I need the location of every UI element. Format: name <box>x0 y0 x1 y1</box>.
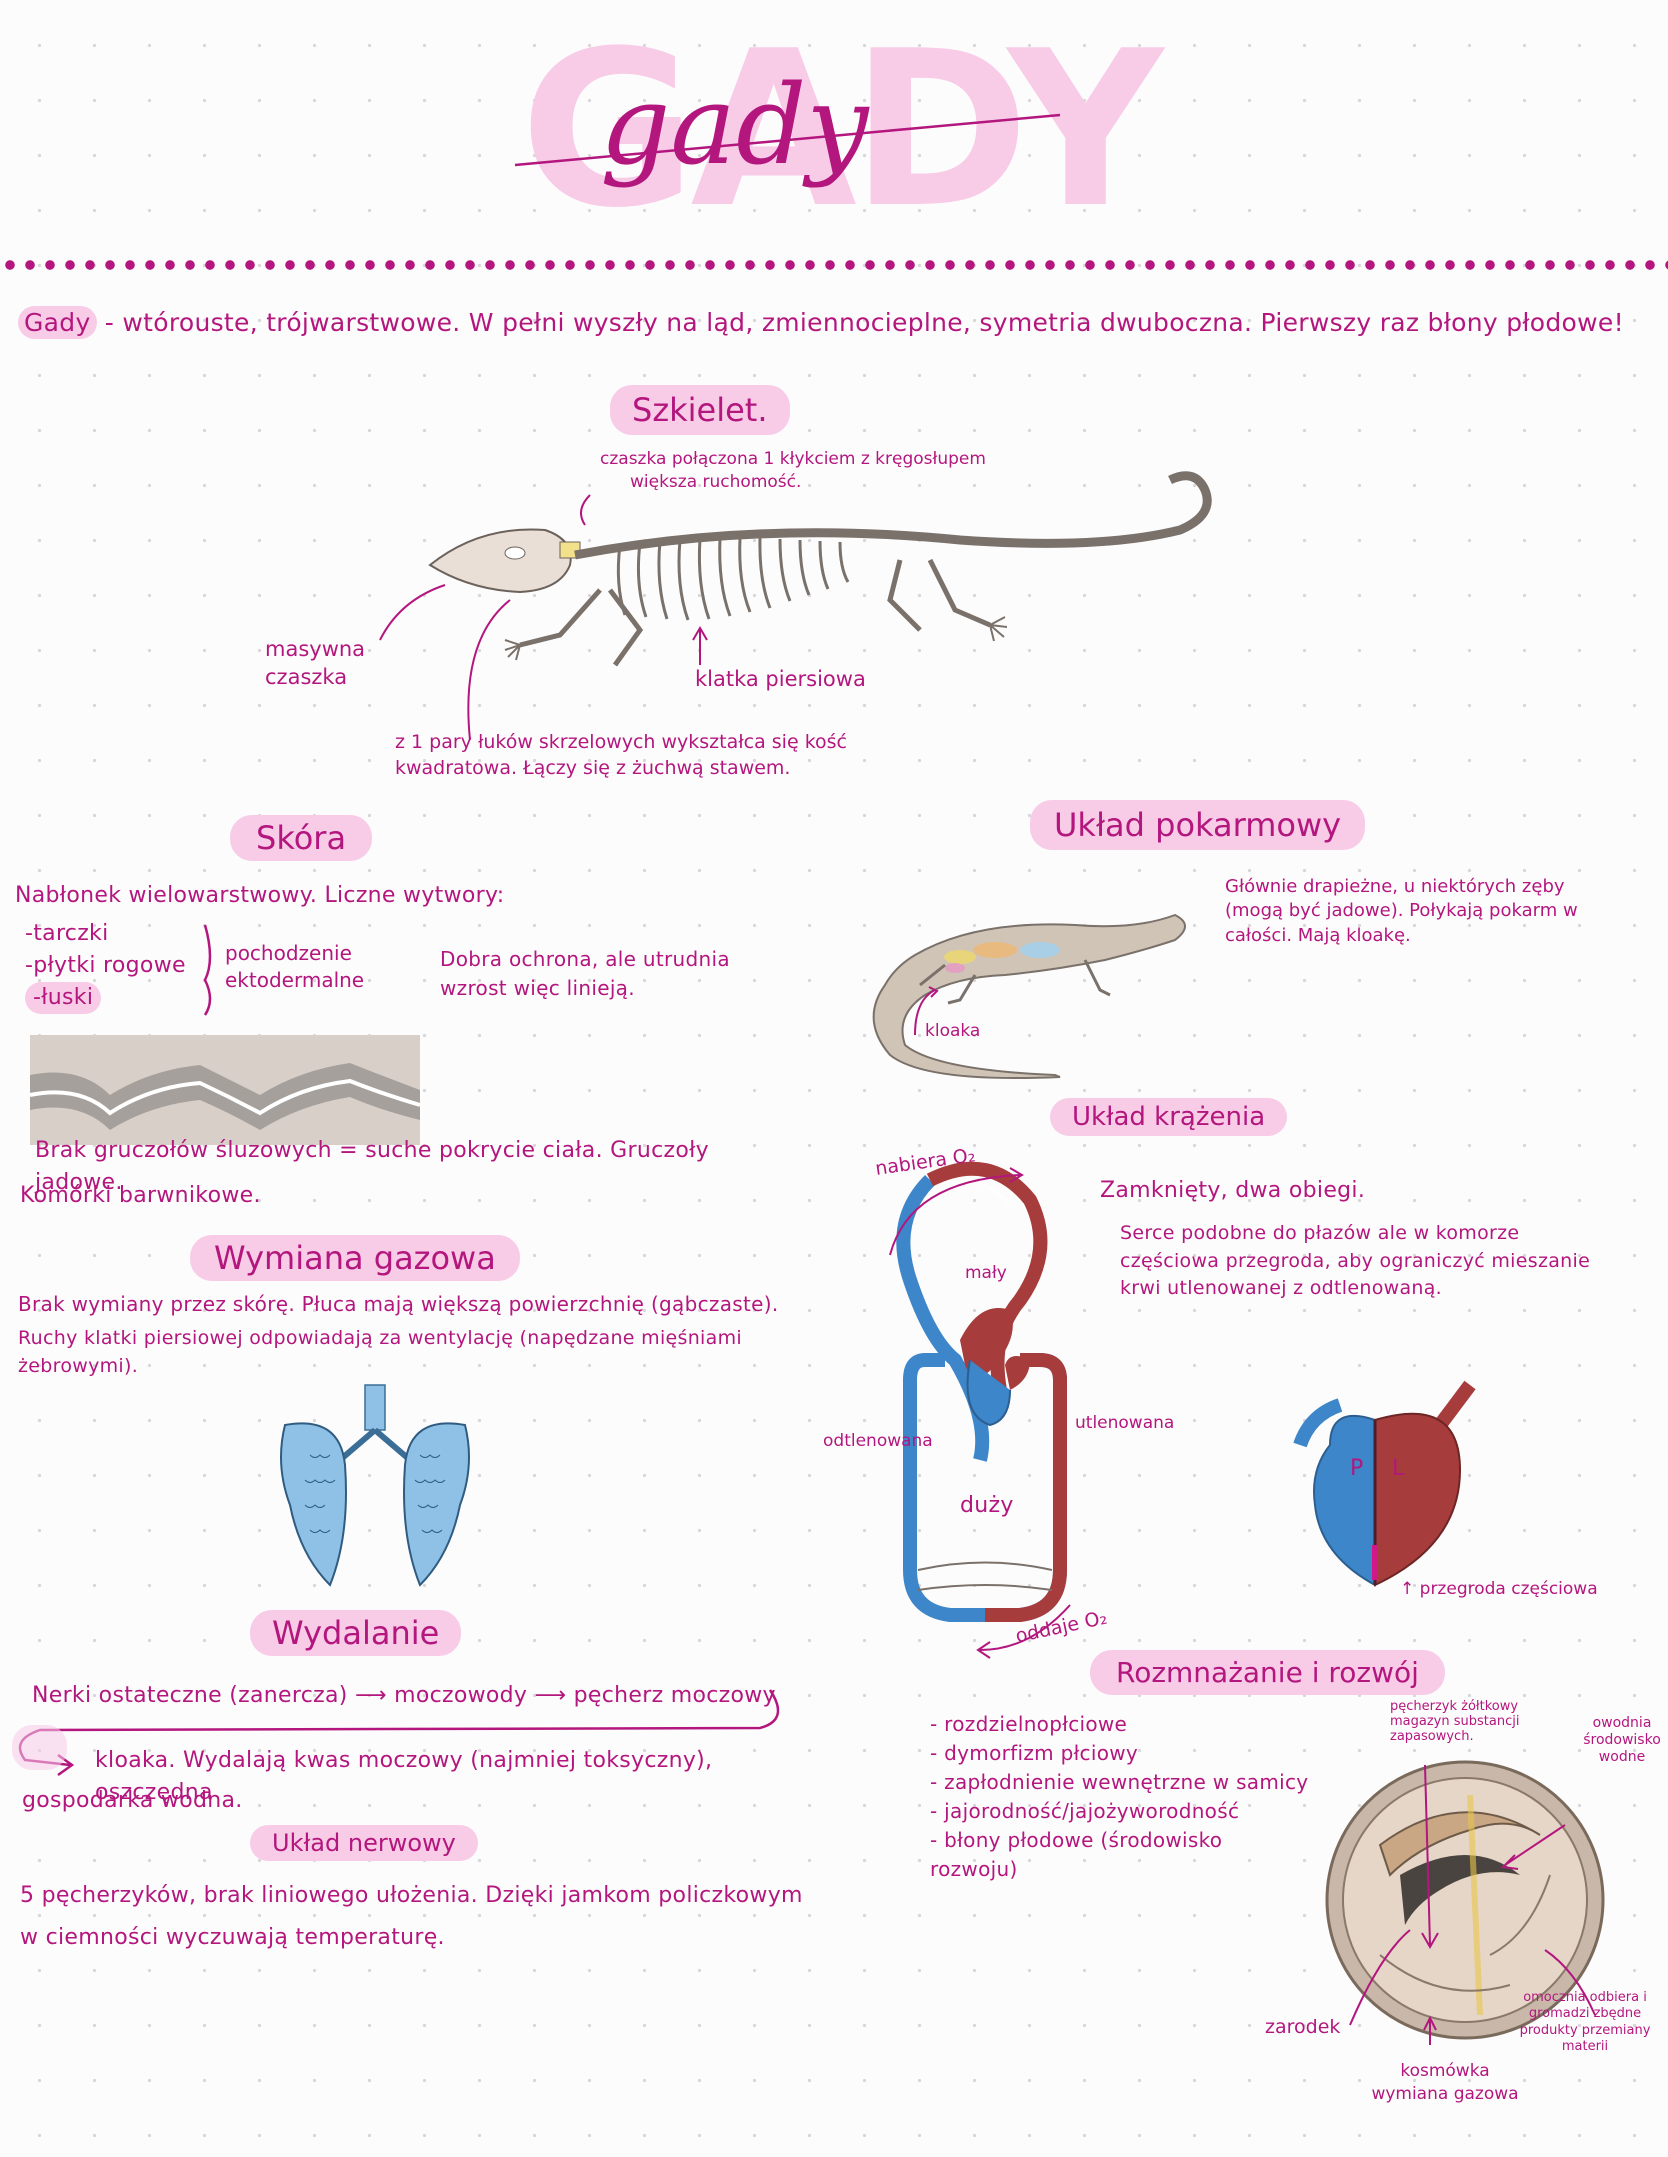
skeleton-label-bottom: z 1 pary łuków skrzelowych wykształca si… <box>395 731 847 779</box>
digestive-label-cloaca: kloaka <box>925 1021 981 1041</box>
digestive-text: Głównie drapieżne, u niektórych zęby (mo… <box>1225 876 1578 946</box>
skin-note: Dobra ochrona, ale utrudnia wzrost więc … <box>440 947 730 1000</box>
excretion-ureters: moczowody <box>394 1683 528 1708</box>
heart-label-l: L <box>1392 1456 1405 1481</box>
skin-brace <box>203 924 212 1016</box>
egg-label-amnion: owodnia środowisko wodne <box>1583 1715 1661 1765</box>
skin-origin: pochodzenie ektodermalne <box>225 941 365 992</box>
egg-label-chorion: omocznia odbiera i gromadzi zbędne produ… <box>1519 1990 1651 2054</box>
egg-label-allantois: kosmówka wymiana gazowa <box>1371 2061 1519 2104</box>
circulatory-text-2: Serce podobne do płazów ale w komorze cz… <box>1120 1222 1591 1300</box>
circulatory-label-big: duży <box>960 1493 1014 1518</box>
skin-illustration <box>29 1035 421 1145</box>
reproduction-item: - błony płodowe (środowisko rozwoju) <box>930 1828 1223 1881</box>
skeleton-label-joint: czaszka połączona 1 kłykciem z kręgosłup… <box>600 448 1120 494</box>
circulation-diagram <box>889 1161 1071 1659</box>
excretion-bladder: pęcherz moczowy <box>573 1683 776 1708</box>
skin-list: -tarczki -płytki rogowe -łuski <box>25 918 205 1014</box>
reproduction-item: - rozdzielnopłciowe <box>930 1712 1128 1736</box>
circulatory-label-ox: utlenowana <box>1075 1413 1175 1433</box>
title-underline <box>514 113 1061 167</box>
skeleton-header: Szkielet. <box>610 385 790 435</box>
lungs-illustration <box>280 1384 470 1587</box>
skin-bottom: Brak gruczołów śluzowych = suche pokryci… <box>35 1138 709 1195</box>
skeleton-label-joint-1: czaszka połączona 1 kłykciem z kręgosłup… <box>600 449 986 469</box>
title-script: gady <box>600 61 869 189</box>
circulatory-header: Układ krążenia <box>1050 1098 1288 1136</box>
excretion-loop-arrow <box>12 1689 780 1777</box>
skin-intro: Nabłonek wielowarstwowy. Liczne wytwory: <box>15 883 505 908</box>
heart-illustration: P L <box>1293 1380 1476 1587</box>
circulatory-label-deox: odtlenowana <box>823 1431 933 1451</box>
heart-label-septum-text: przegroda częściowa <box>1419 1579 1598 1599</box>
intro-line: Gady - wtórouste, trójwarstwowe. W pełni… <box>18 305 1658 341</box>
skin-item: -płytki rogowe <box>25 952 186 978</box>
egg-illustration <box>1325 1760 1605 2045</box>
nervous-line-1: 5 pęcherzyków, brak liniowego ułożenia. … <box>20 1883 803 1908</box>
nervous-line-2: w ciemności wyczuwają temperaturę. <box>20 1925 445 1950</box>
title-outline: GADY <box>520 4 1163 255</box>
excretion-line-3: gospodarka wodna. <box>22 1788 243 1813</box>
excretion-arrow: ⟶ <box>534 1683 574 1708</box>
skin-item: -tarczki <box>25 921 109 946</box>
excretion-kidneys: Nerki ostateczne (zanercza) <box>32 1683 348 1708</box>
heart-label-septum: ↑ przegroda częściowa <box>1400 1579 1598 1599</box>
skeleton-label-chest: klatka piersiowa <box>695 667 866 691</box>
excretion-line-2: kloaka. Wydalają kwas moczowy (najmniej … <box>95 1748 713 1805</box>
circulatory-text-1: Zamknięty, dwa obiegi. <box>1100 1178 1366 1203</box>
skin-bottom-2: Komórki barwnikowe. <box>20 1183 261 1208</box>
reproduction-item: - dymorfizm płciowy <box>930 1741 1139 1765</box>
reproduction-item: - jajorodność/jajożyworodność <box>930 1799 1240 1823</box>
excretion-line-1: Nerki ostateczne (zanercza) ⟶ moczowody … <box>32 1680 792 1712</box>
reproduction-list: - rozdzielnopłciowe - dymorfizm płciowy … <box>930 1710 1310 1884</box>
skin-item: -łuski <box>25 981 102 1014</box>
egg-label-yolk: pęcherzyk żółtkowy magazyn substancji za… <box>1390 1699 1520 1744</box>
excretion-arrow: ⟶ <box>354 1683 395 1708</box>
skeleton-illustration <box>379 471 1212 741</box>
egg-label-embryo: zarodek <box>1265 2016 1341 2038</box>
reproduction-header: Rozmnażanie i rozwój <box>1090 1650 1445 1695</box>
circulatory-label-small: mały <box>965 1263 1007 1283</box>
gas-line-2: Ruchy klatki piersiowej odpowiadają za w… <box>18 1327 742 1377</box>
excretion-header: Wydalanie <box>250 1610 462 1656</box>
heart-label-p: P <box>1350 1456 1363 1481</box>
skeleton-label-joint-2: większa ruchomość. <box>630 471 802 492</box>
skin-header: Skóra <box>230 815 373 861</box>
gas-header: Wymiana gazowa <box>190 1235 520 1281</box>
gas-line-1: Brak wymiany przez skórę. Płuca mają wię… <box>18 1292 779 1316</box>
skeleton-label-skull: masywna czaszka <box>265 637 366 690</box>
intro-term: Gady <box>18 306 97 339</box>
nervous-header: Układ nerwowy <box>250 1825 478 1861</box>
reproduction-item: - zapłodnienie wewnętrzne w samicy <box>930 1770 1309 1794</box>
digestive-header: Układ pokarmowy <box>1030 800 1366 850</box>
lizard-illustration <box>872 913 1186 1080</box>
dotted-divider <box>0 258 1668 272</box>
intro-text: - wtórouste, trójwarstwowe. W pełni wysz… <box>96 308 1624 337</box>
